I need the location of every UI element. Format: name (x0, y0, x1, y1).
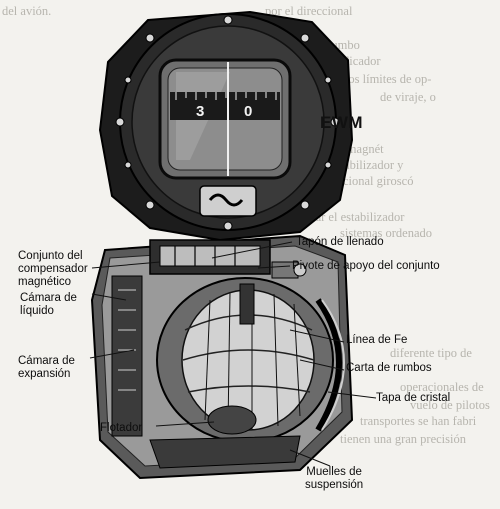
float (207, 405, 257, 435)
label-line: Cámara de (18, 355, 75, 367)
bg-line: sistemas ordenado (340, 226, 432, 240)
label-filler-cap: Tapón de llenado (296, 236, 384, 248)
label-compensator-assembly: Conjunto del compensador magnético (18, 250, 88, 289)
bg-line: del avión. (2, 4, 52, 18)
label-compass-card: Carta de rumbos (346, 362, 432, 374)
label-assembly-pivot: Pivote de apoyo del conjunto (292, 260, 440, 272)
label-liquid-chamber: Cámara de líquido (20, 292, 77, 318)
label-suspension-springs: Muelles de suspensión (305, 466, 363, 492)
bg-line: de los límites de op- (330, 72, 432, 86)
label-line: Cámara de (20, 292, 77, 304)
bg-line: transportes se han fabri (360, 414, 477, 428)
label-line: Muelles de (306, 466, 362, 478)
label-crystal-cover: Tapa de cristal (376, 392, 451, 404)
compass-card (170, 92, 280, 120)
label-float: Flotador (100, 422, 143, 434)
label-line: magnético (18, 276, 72, 288)
bg-line: tienen una gran precisión (340, 432, 466, 446)
bg-line: por el direccional (265, 4, 353, 18)
bg-line: operacionales de (400, 380, 484, 394)
crystal-cover (315, 298, 342, 432)
label-lubber-line: Línea de Fe (346, 334, 408, 346)
label-line: líquido (20, 305, 54, 317)
screw-icons (115, 15, 340, 231)
card-digit: 0 (244, 103, 252, 120)
bg-line: vuelo de pilotos (410, 398, 490, 412)
stamp-text: EWM (320, 113, 364, 132)
card-digit: 3 (196, 103, 204, 120)
label-line: expansión (18, 368, 71, 380)
label-line: suspensión (305, 479, 364, 491)
leader-lines (89, 241, 377, 467)
bg-line: de viraje, o (380, 90, 436, 104)
label-line: compensador (18, 263, 88, 275)
label-line: Conjunto del (18, 250, 83, 262)
bg-line: diferente tipo de (390, 346, 472, 360)
label-expansion-chamber: Cámara de expansión (18, 355, 75, 381)
